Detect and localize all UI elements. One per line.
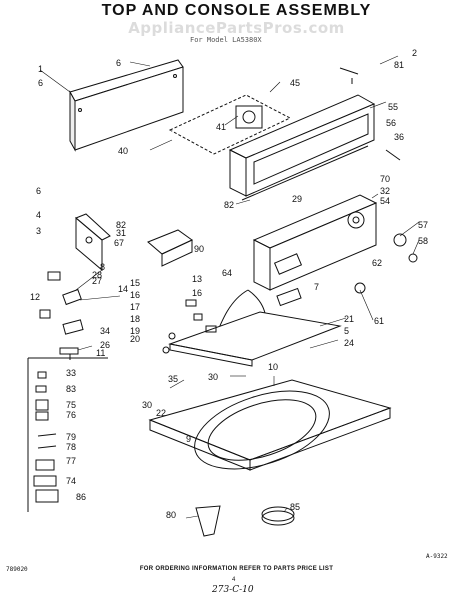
screw-part — [339, 67, 359, 75]
callout-75: 75 — [66, 400, 76, 410]
diagram-title: TOP AND CONSOLE ASSEMBLY — [101, 2, 372, 19]
callout-4: 4 — [36, 210, 41, 220]
callout-7: 7 — [314, 282, 319, 292]
callout-5: 5 — [344, 326, 349, 336]
timer-part — [168, 94, 292, 155]
callout-40: 40 — [118, 146, 128, 156]
callout-62: 62 — [372, 258, 382, 268]
callout-29: 29 — [292, 194, 302, 204]
page-number: 4 — [232, 577, 236, 583]
callout-18: 18 — [130, 314, 140, 324]
callout-83: 83 — [66, 384, 76, 394]
callout-54: 54 — [380, 196, 390, 206]
callout-35: 35 — [168, 374, 178, 384]
callout-74: 74 — [66, 476, 76, 486]
callout-12: 12 — [30, 292, 40, 302]
drawing-code: A-9322 — [426, 553, 448, 560]
callout-77: 77 — [66, 456, 76, 466]
callout-10: 10 — [268, 362, 278, 372]
callout-36: 36 — [394, 132, 404, 142]
callout-22: 22 — [156, 408, 166, 418]
handwritten-note: 273-C-10 — [212, 585, 254, 595]
watermark: AppliancePartsPros.com — [128, 19, 345, 37]
callout-13: 13 — [192, 274, 202, 284]
callout-30: 30 — [208, 372, 218, 382]
callout-3: 3 — [36, 226, 41, 236]
callout-85: 85 — [290, 502, 300, 512]
callout-17: 17 — [130, 302, 140, 312]
callout-41: 41 — [216, 122, 226, 132]
callout-81: 81 — [394, 60, 404, 70]
callout-57: 57 — [418, 220, 428, 230]
callout-11: 11 — [96, 348, 105, 358]
callout-78: 78 — [66, 442, 76, 452]
callout-1: 1 — [38, 64, 43, 74]
callout-8: 8 — [100, 262, 105, 272]
callout-32: 32 — [380, 186, 390, 196]
callout-16: 16 — [192, 288, 202, 298]
callout-27: 27 — [92, 276, 102, 286]
callout-21: 21 — [344, 314, 354, 324]
callout-26: 26 — [100, 340, 110, 350]
callout-24: 24 — [344, 338, 354, 348]
callout-58: 58 — [418, 236, 428, 246]
callout-45: 45 — [290, 78, 300, 88]
callout-61: 61 — [374, 316, 384, 326]
callout-34: 34 — [100, 326, 110, 336]
callout-80: 80 — [166, 510, 176, 520]
callout-82: 82 — [116, 220, 126, 230]
knob-part — [408, 253, 418, 263]
model-subtitle: For Model LA5380X — [190, 36, 262, 44]
callout-6: 6 — [36, 186, 41, 196]
bumper-part — [261, 506, 295, 522]
callout-56: 56 — [386, 118, 396, 128]
callout-2: 2 — [412, 48, 417, 58]
ordering-footer: FOR ORDERING INFORMATION REFER TO PARTS … — [139, 566, 334, 572]
switch-part — [147, 229, 193, 267]
callout-14: 14 — [118, 284, 128, 294]
callout-15: 15 — [130, 278, 140, 288]
callout-6: 6 — [38, 78, 43, 88]
control-panel-part — [252, 194, 378, 291]
console-panel-part — [228, 94, 376, 201]
knob-part — [354, 282, 366, 294]
callout-labels: 1 2 3 4 5 6 6 6 7 8 9 10 11 12 13 14 15 … — [30, 48, 428, 520]
screw-part — [385, 149, 401, 161]
callout-82: 82 — [224, 200, 234, 210]
bumper-part — [261, 510, 295, 526]
callout-30: 30 — [142, 400, 152, 410]
callout-86: 86 — [76, 492, 86, 502]
callout-33: 33 — [66, 368, 76, 378]
callout-6: 6 — [116, 58, 121, 68]
loose-parts-left — [39, 271, 84, 360]
callout-9: 9 — [186, 434, 191, 444]
leader-lines — [39, 55, 420, 519]
callout-79: 79 — [66, 432, 76, 442]
document-code: 789020 — [6, 566, 28, 573]
cabinet-top-part — [148, 379, 392, 471]
callout-90: 90 — [194, 244, 204, 254]
callout-67: 67 — [114, 238, 124, 248]
callout-28: 28 — [92, 270, 102, 280]
callout-19: 19 — [130, 326, 140, 336]
rear-panel-part — [69, 59, 184, 152]
handle-part — [195, 505, 221, 537]
callout-76: 76 — [66, 410, 76, 420]
callout-31: 31 — [116, 228, 126, 238]
lid-part — [168, 311, 342, 367]
callout-70: 70 — [380, 174, 390, 184]
parts-legend-box — [27, 357, 108, 512]
callout-64: 64 — [222, 268, 232, 278]
knob-part — [393, 233, 407, 247]
callout-55: 55 — [388, 102, 398, 112]
callout-16: 16 — [130, 290, 140, 300]
callout-20: 20 — [130, 334, 140, 344]
small-fasteners — [162, 299, 217, 354]
